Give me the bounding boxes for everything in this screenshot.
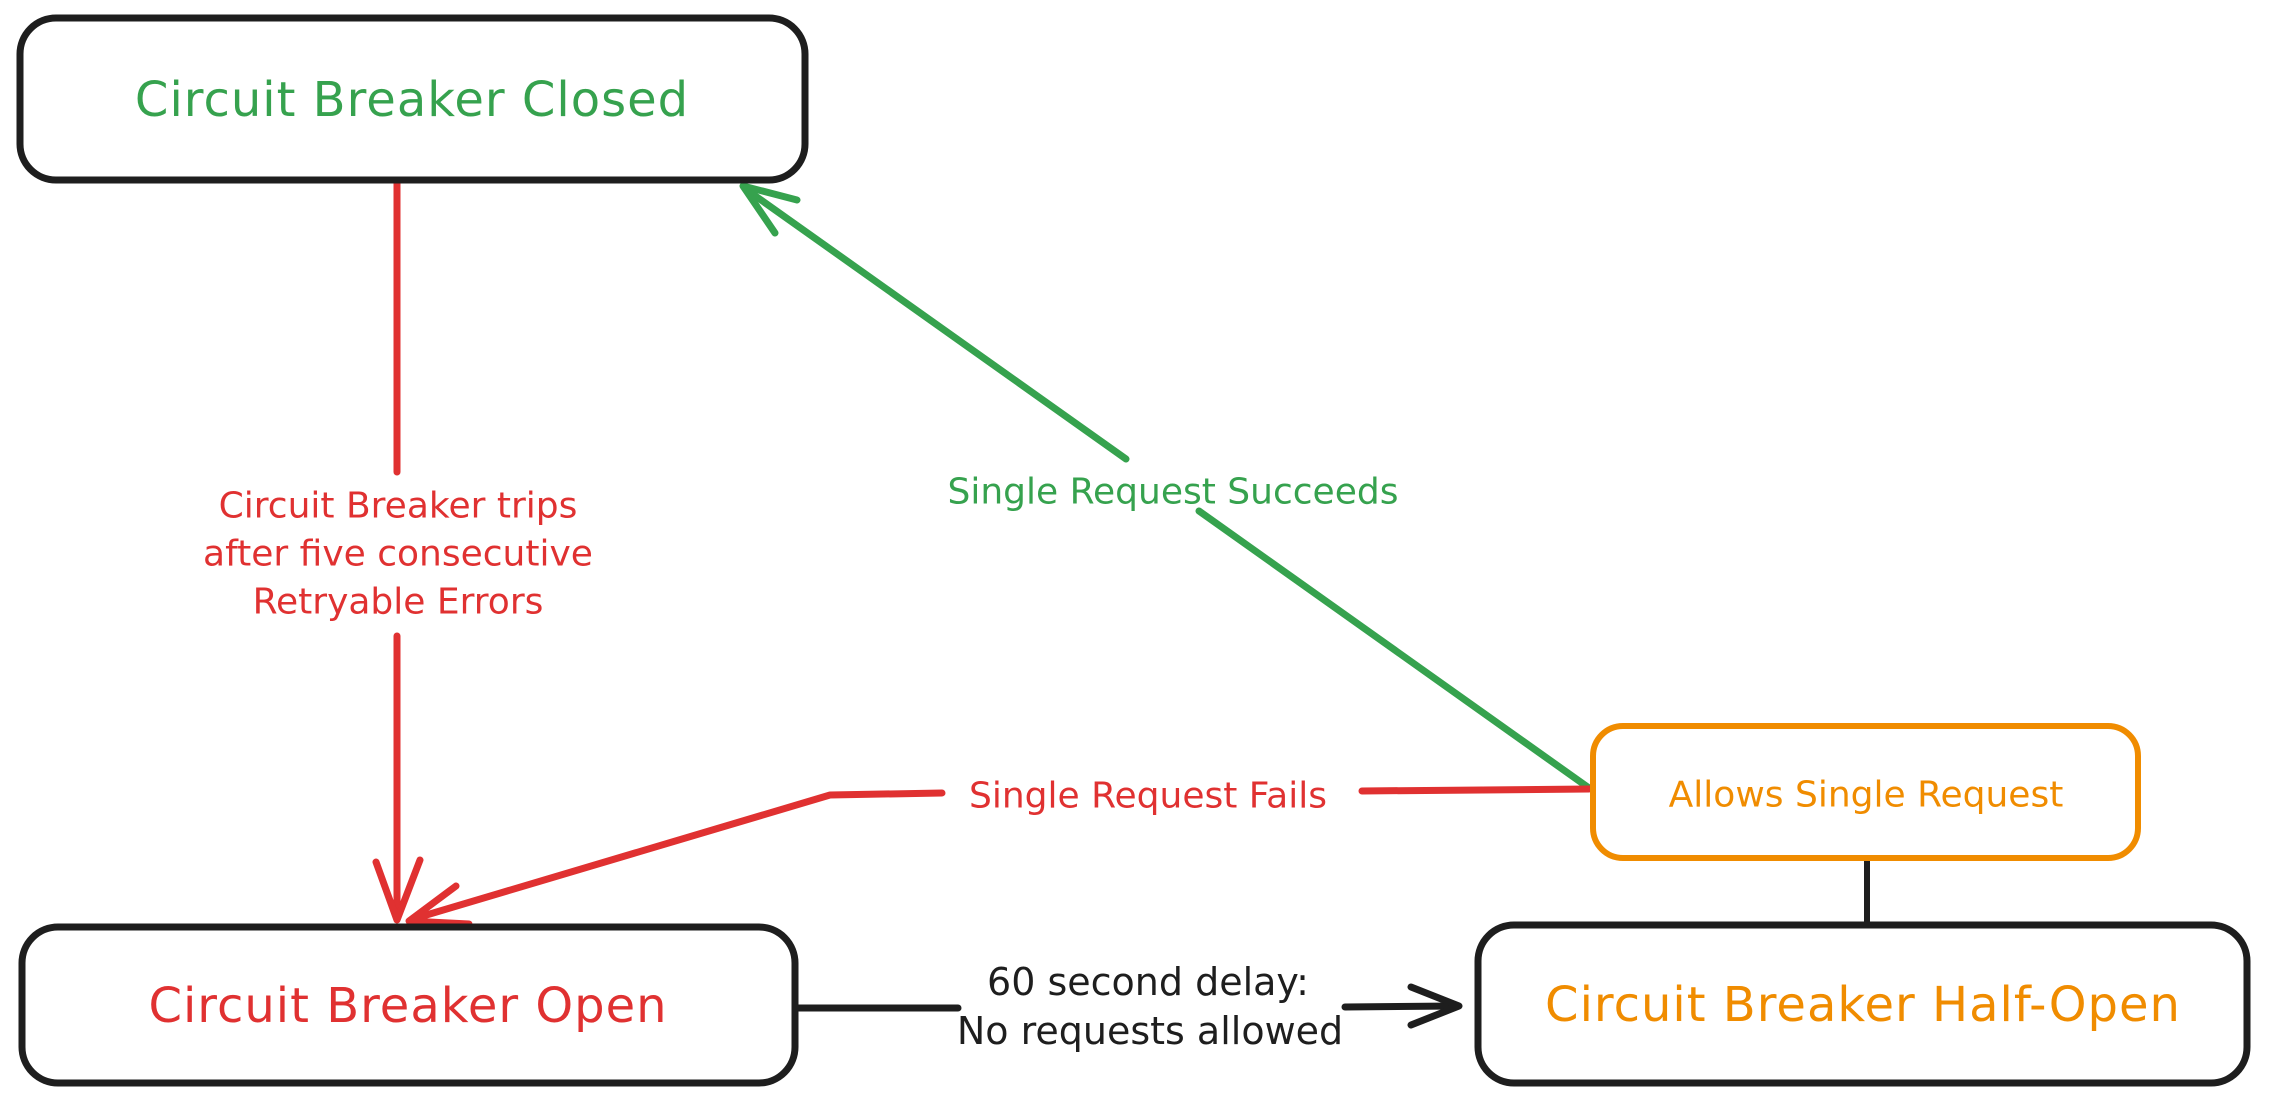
edge-succeeds-label: Single Request Succeeds (948, 472, 1399, 513)
edge-delay (793, 983, 1463, 1029)
node-open-label: Circuit Breaker Open (148, 978, 667, 1034)
node-half-open-box (1474, 921, 2251, 1087)
edge-trip (372, 178, 424, 924)
edge-fails (405, 785, 1593, 928)
edge-delay-line-right (1341, 1002, 1459, 1011)
edge-delay-arrowhead-icon (1407, 983, 1463, 1029)
edge-fails-label: Single Request Fails (969, 776, 1327, 817)
edge-trip-label-line-3: Retryable Errors (253, 582, 544, 623)
edge-fails-line-right (1358, 785, 1593, 795)
node-allows-single-request-box (1590, 723, 2141, 861)
edge-succeeds-line-lower (1195, 507, 1593, 792)
node-open-box (18, 923, 799, 1087)
edge-fails-line-left (409, 789, 946, 923)
edge-trip-label-line-1: Circuit Breaker trips (219, 486, 578, 527)
edge-succeeds-arrowhead-icon (739, 182, 801, 237)
edge-fails-arrowhead-icon (405, 882, 473, 928)
node-allows-single-request-label: Allows Single Request (1669, 775, 2064, 816)
edge-delay-label-line-1: 60 second delay: (987, 960, 1309, 1004)
edge-delay-label-line-2: No requests allowed (957, 1009, 1343, 1053)
edge-delay-label: 60 second delay: No requests allowed (957, 960, 1343, 1053)
edge-trip-arrowhead-icon (372, 856, 424, 924)
edge-trip-label: Circuit Breaker trips after five consecu… (203, 486, 593, 623)
node-half-open-label: Circuit Breaker Half-Open (1545, 977, 2181, 1033)
node-closed-label: Circuit Breaker Closed (135, 72, 689, 128)
node-closed-box (16, 14, 809, 184)
edge-succeeds (739, 182, 1593, 792)
edge-succeeds-line-upper (743, 186, 1130, 463)
edge-trip-label-line-2: after five consecutive (203, 534, 593, 575)
